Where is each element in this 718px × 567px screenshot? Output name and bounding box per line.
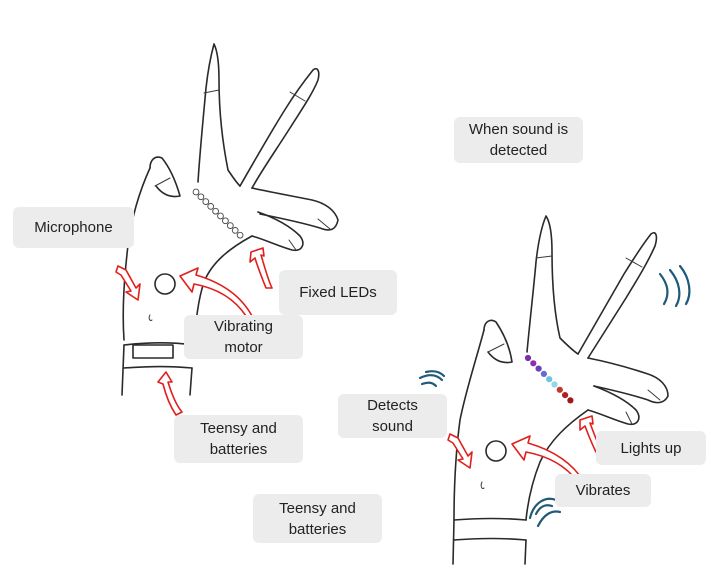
led (197, 193, 205, 201)
label-vibrates: Vibrates (555, 474, 651, 507)
led (556, 386, 563, 393)
led (202, 198, 210, 205)
arrow-fixed-leds (249, 247, 273, 289)
led (217, 212, 224, 220)
led (231, 227, 239, 234)
arrow-teensy (157, 371, 183, 416)
label-fixed-leds: Fixed LEDs (279, 270, 397, 315)
label-teensy-right-line1: Teensy and (279, 499, 356, 517)
fixed-led-strip-off (192, 188, 244, 239)
led (192, 188, 200, 196)
fixed-led-strip-lit (524, 354, 574, 404)
label-vibrating-motor-line2: motor (224, 339, 263, 356)
label-detects-sound-line1: Detects (367, 397, 418, 414)
led (546, 376, 553, 383)
label-vibrating-motor-line1: Vibrating (214, 318, 273, 335)
label-teensy-right: Teensy and batteries (253, 494, 382, 543)
label-when-sound-detected-line1: When sound is (468, 121, 569, 138)
label-vibrating-motor: Vibrating motor (184, 315, 303, 359)
label-microphone-text: Microphone (34, 219, 113, 236)
left-annotation-arrows (115, 247, 273, 416)
label-detects-sound: Detects sound (338, 394, 447, 438)
led (226, 222, 234, 229)
label-vibrates-text: Vibrates (575, 482, 631, 499)
label-teensy-left: Teensy and batteries (174, 415, 303, 463)
led (207, 203, 215, 210)
label-teensy-left-line1: Teensy and (200, 420, 277, 437)
led (567, 397, 574, 404)
label-when-sound-detected: When sound is detected (454, 117, 583, 163)
sound-waves (418, 264, 691, 528)
left-glove-sketch (121, 43, 339, 396)
led (222, 217, 229, 225)
led (535, 365, 542, 372)
arrow-vibrating-motor (179, 267, 253, 317)
led (551, 381, 558, 388)
label-when-sound-detected-line2: detected (489, 142, 548, 159)
arrow-microphone (115, 265, 141, 301)
label-lights-up: Lights up (596, 431, 706, 465)
right-annotation-arrows (447, 415, 603, 483)
label-fixed-leds-text: Fixed LEDs (299, 284, 377, 301)
sound-wave-bottom (528, 497, 562, 528)
sound-wave-left (418, 370, 446, 388)
label-teensy-right-line2: batteries (288, 520, 347, 538)
led (562, 392, 569, 399)
right-glove-sketch (452, 215, 669, 565)
label-microphone: Microphone (13, 207, 134, 248)
label-detects-sound-line2: sound (372, 418, 413, 435)
led (236, 231, 244, 239)
label-teensy-left-line2: batteries (209, 441, 268, 458)
sound-wave-top-right (658, 264, 691, 308)
led (212, 207, 219, 215)
arrow-detects-sound (447, 433, 473, 469)
led (524, 354, 532, 362)
led (540, 370, 548, 377)
led (530, 360, 537, 367)
label-lights-up-text: Lights up (620, 439, 682, 457)
